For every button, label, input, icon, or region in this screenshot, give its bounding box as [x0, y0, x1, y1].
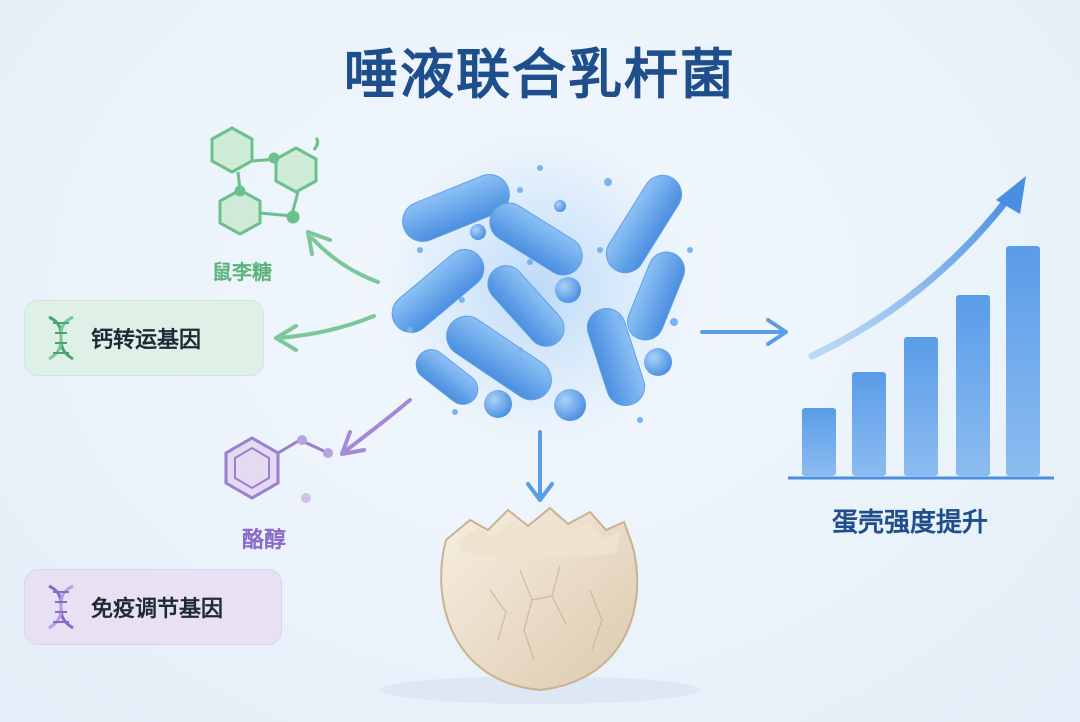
chart-bar-4	[956, 295, 990, 476]
lactobacillus-cluster	[365, 113, 715, 463]
dna-icon	[48, 584, 74, 630]
calcium-transport-gene-box: 钙转运基因	[24, 300, 264, 376]
rhamnose-label: 鼠李糖	[212, 260, 272, 284]
arrow-to-calcium-gene	[274, 314, 376, 352]
chart-bar-2	[852, 372, 886, 476]
tyrosol-label: 酪醇	[242, 528, 287, 553]
chart-bar-5	[1006, 246, 1040, 476]
arrow-to-chart	[700, 318, 788, 346]
page-title: 唾液联合乳杆菌	[344, 43, 736, 106]
chart-bar-3	[904, 337, 938, 476]
immune-gene-label: 免疫调节基因	[91, 597, 224, 622]
eggshell-strength-label: 蛋壳强度提升	[832, 508, 989, 538]
hexagon-molecule-icon	[210, 126, 320, 236]
immune-gene-box: 免疫调节基因	[24, 569, 282, 645]
bar-chart-icon	[788, 176, 1054, 480]
trend-arrow-icon	[808, 192, 1014, 360]
arrow-to-eggshell	[526, 430, 554, 502]
calcium-gene-label: 钙转运基因	[91, 328, 202, 353]
benzene-ring-icon	[224, 435, 333, 503]
dna-icon	[48, 315, 74, 361]
arrow-to-rhamnose	[306, 230, 380, 284]
arrow-to-tyrosol	[340, 398, 412, 456]
chart-bar-1	[802, 408, 836, 476]
eggshell-icon	[380, 506, 700, 704]
